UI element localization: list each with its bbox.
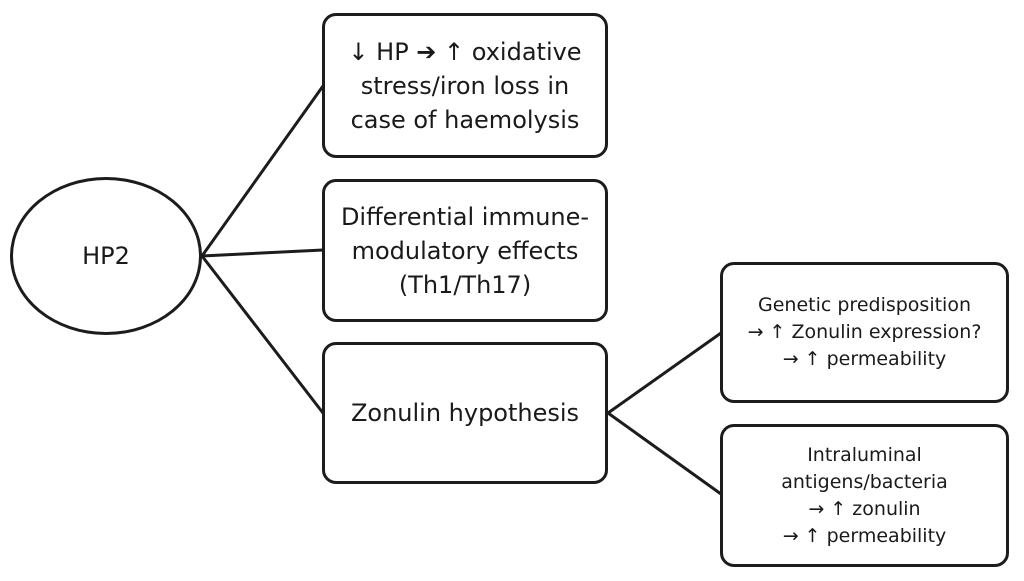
intraluminal-antigens-line-2: antigens/bacteria	[781, 470, 948, 493]
intraluminal-antigens-box: Intraluminal antigens/bacteria → ↑ zonul…	[720, 424, 1009, 567]
intraluminal-antigens-line-4: → ↑ permeability	[782, 524, 947, 547]
immune-modulatory-line-1: Differential immune-	[340, 202, 590, 231]
intraluminal-antigens-line-3: → ↑ zonulin	[808, 497, 921, 520]
connector-hp2-to-zonulin-hypothesis	[200, 254, 325, 415]
intraluminal-antigens-line-1: Intraluminal	[807, 443, 922, 466]
oxidative-stress-line-3: case of haemolysis	[350, 105, 580, 134]
oxidative-stress-box: ↓ HP ➔ ↑ oxidative stress/iron loss in c…	[322, 13, 608, 158]
genetic-predisposition-box: Genetic predisposition → ↑ Zonulin expre…	[720, 262, 1009, 403]
genetic-predisposition-line-3: → ↑ permeability	[782, 348, 947, 370]
oxidative-stress-line-2: stress/iron loss in	[360, 71, 570, 100]
hp2-label: HP2	[82, 242, 130, 270]
connector-hp2-to-oxidative-stress	[200, 84, 325, 258]
connector-hp2-to-immune-modulatory	[200, 248, 325, 258]
connector-zonulin-to-genetic-predisposition	[606, 331, 723, 415]
connector-zonulin-to-intraluminal-antigens	[606, 411, 723, 496]
genetic-predisposition-line-2: → ↑ Zonulin expression?	[747, 321, 982, 343]
immune-modulatory-line-2: modulatory effects	[351, 236, 579, 265]
genetic-predisposition-line-1: Genetic predisposition	[758, 294, 971, 316]
immune-modulatory-box: Differential immune- modulatory effects …	[322, 179, 608, 322]
oxidative-stress-line-1: ↓ HP ➔ ↑ oxidative	[348, 37, 582, 66]
immune-modulatory-line-3: (Th1/Th17)	[398, 270, 532, 299]
zonulin-hypothesis-label: Zonulin hypothesis	[350, 399, 580, 427]
zonulin-hypothesis-box: Zonulin hypothesis	[322, 342, 608, 484]
hp2-node: HP2	[10, 177, 202, 335]
